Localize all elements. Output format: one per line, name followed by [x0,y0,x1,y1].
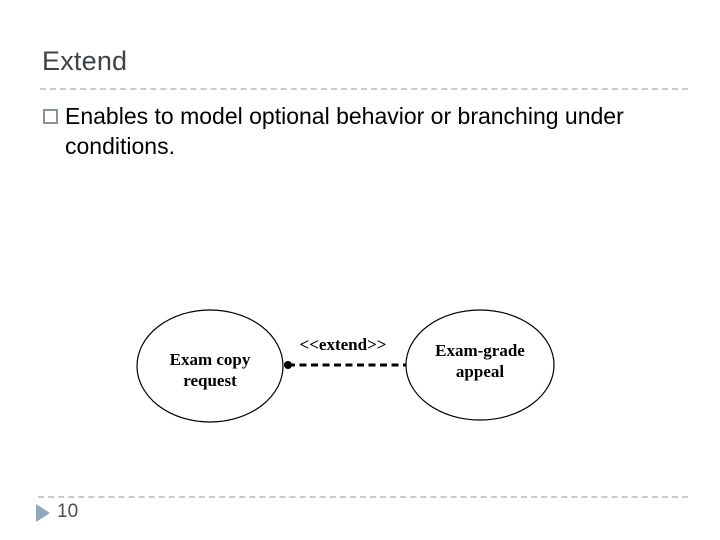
use-case-label-right: Exam-grade appeal [435,341,525,381]
page-number: 10 [57,501,79,522]
use-case-ellipse-left [136,309,284,423]
bullet-text: Enables to model optional behavior or br… [65,103,624,159]
bullet-item: Enables to model optional behavior or br… [43,101,633,161]
connector-endpoint-dot [284,361,292,369]
footer-arrow-icon [36,504,50,522]
footer-separator-line [38,496,688,498]
square-bullet-icon [43,109,58,124]
slide-title: Extend [42,46,128,76]
use-case-label-left: Exam copy request [169,350,251,390]
title-separator-line [40,88,688,90]
extend-stereotype-label: <<extend>> [299,335,387,354]
